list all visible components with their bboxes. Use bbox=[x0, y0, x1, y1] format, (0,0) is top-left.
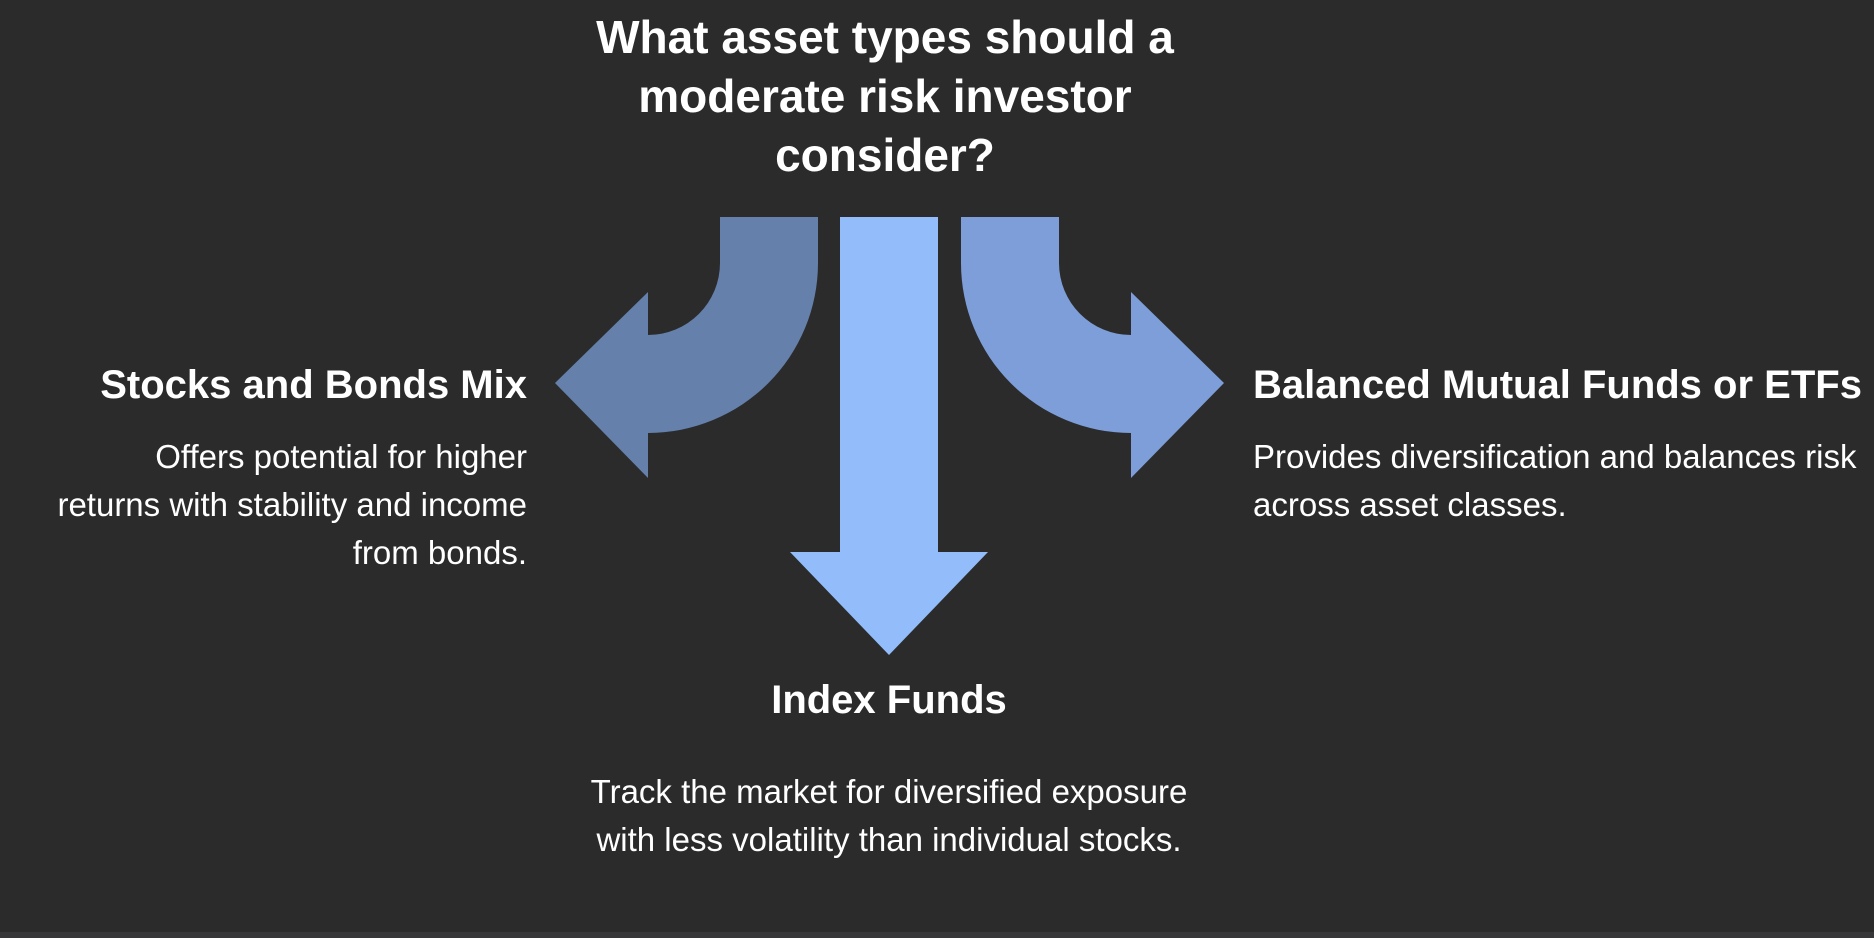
branch-heading-balanced-funds-etfs: Balanced Mutual Funds or ETFs bbox=[1253, 363, 1862, 407]
page-title-line-3: consider? bbox=[775, 129, 995, 181]
branch-heading-index-funds: Index Funds bbox=[771, 678, 1007, 722]
page-title-line-1: What asset types should a bbox=[596, 11, 1174, 63]
branch-heading-stocks-and-bonds: Stocks and Bonds Mix bbox=[100, 363, 527, 407]
branch-description-stocks-and-bonds: Offers potential for higher returns with… bbox=[57, 438, 527, 571]
branch-description-balanced-funds-etfs: Provides diversification and balances ri… bbox=[1253, 438, 1857, 523]
branch-index-funds: Index Funds Track the market for diversi… bbox=[589, 674, 1189, 864]
curved-arrow-down-right-icon bbox=[961, 217, 1224, 478]
branch-description-index-funds: Track the market for diversified exposur… bbox=[590, 773, 1188, 858]
curved-arrow-down-left-icon bbox=[555, 217, 818, 478]
page-title-line-2: moderate risk investor bbox=[638, 70, 1132, 122]
straight-arrow-down-icon bbox=[790, 217, 988, 655]
branch-stocks-and-bonds: Stocks and Bonds Mix Offers potential fo… bbox=[57, 359, 527, 577]
bottom-edge-strip bbox=[0, 932, 1874, 938]
branch-balanced-funds-etfs: Balanced Mutual Funds or ETFs Provides d… bbox=[1253, 359, 1873, 529]
page-title: What asset types should a moderate risk … bbox=[385, 8, 1385, 185]
